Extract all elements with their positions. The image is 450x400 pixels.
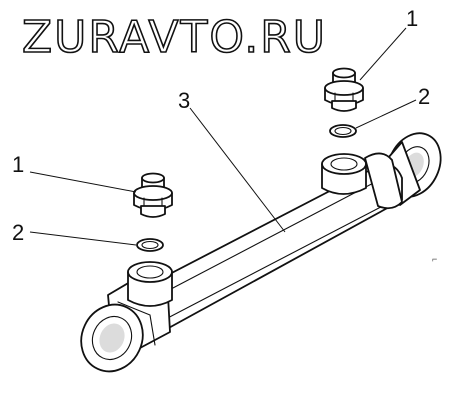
callout-fitting-left: 1 (12, 152, 24, 177)
fitting-right (324, 67, 364, 112)
cylinder-body (80, 132, 442, 373)
watermark-text: ZURAVTO.RU (22, 12, 327, 63)
leader-line-ring-right (355, 99, 417, 129)
callout-ring-left: 2 (12, 220, 24, 245)
corner-mark: ⌐ (432, 254, 437, 264)
callout-cylinder: 3 (178, 88, 190, 113)
leader-line-ring-left (29, 231, 137, 246)
fitting-left (133, 172, 173, 218)
sealing-ring-left (136, 238, 164, 252)
leader-line-fitting-left (29, 171, 137, 193)
leader-line-cylinder (189, 107, 286, 233)
sealing-ring-right (329, 124, 357, 138)
callout-ring-right: 2 (418, 84, 430, 109)
leader-line-fitting-right (359, 27, 407, 81)
callout-fitting-right: 1 (406, 6, 418, 31)
